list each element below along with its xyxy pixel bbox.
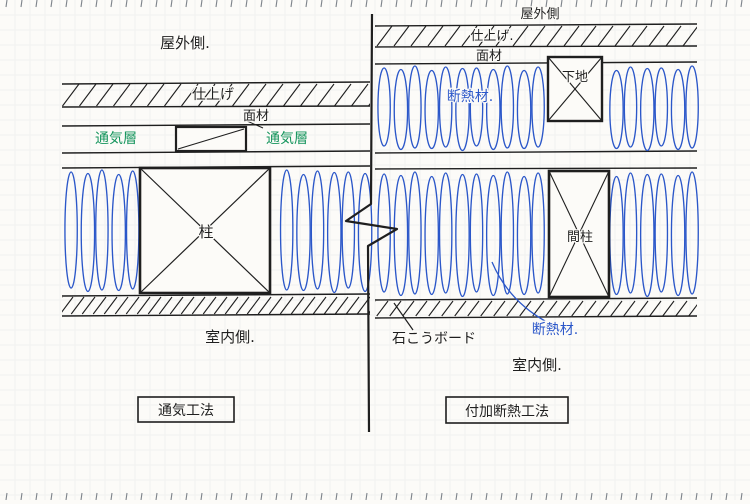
- left-wall-section: 屋外側. 仕上げ 面材 通気層 通気層 柱 室内側. 通気工法: [61, 33, 373, 423]
- pillar-diagonal-2: [139, 167, 271, 294]
- label-stud: 間柱: [567, 230, 593, 245]
- label-outdoor-right: 屋外側: [520, 7, 559, 22]
- gypsum-leader-line: [393, 302, 414, 331]
- label-indoor-right: 室内側.: [512, 356, 562, 374]
- furring-diagonal: [177, 128, 245, 150]
- left-finish-hatch: [62, 83, 370, 107]
- left-insulation-loops: [64, 169, 373, 294]
- left-board-hatch: [62, 296, 370, 315]
- label-method-left: 通気工法: [158, 403, 214, 419]
- right-board-top-line: [374, 297, 698, 301]
- left-face-bottom-line: [61, 123, 371, 127]
- label-insulation-top: 断熱材.: [447, 89, 493, 105]
- face-leader-line-left: [246, 120, 264, 129]
- right-finish-top-line: [374, 23, 698, 27]
- label-outdoor-left: 屋外側.: [160, 34, 210, 52]
- insulation-leader-line: [491, 261, 546, 322]
- right-finish-bottom-line: [374, 45, 698, 48]
- label-method-right: 付加断熱工法: [465, 404, 549, 420]
- right-outer-insulation-loops: [377, 65, 699, 152]
- label-face-right: 面材: [476, 49, 502, 64]
- label-pillar: 柱: [198, 223, 213, 241]
- base-block-diagonal-2: [547, 56, 603, 122]
- left-finish-bottom-line: [61, 105, 371, 108]
- right-mid-top-line: [374, 150, 698, 154]
- right-inner-insulation-loops: [377, 171, 699, 298]
- label-vent-layer-left: 通気層: [95, 131, 137, 147]
- label-face-left: 面材: [243, 109, 269, 124]
- label-indoor-left: 室内側.: [205, 328, 255, 346]
- label-vent-layer-right: 通気層: [266, 131, 308, 147]
- right-wall-section: 屋外側 仕上げ. 面材 断熱材. 下地 間柱 石こうボード 断熱材. 室内側. …: [374, 6, 699, 424]
- right-board-hatch: [375, 300, 697, 317]
- right-face-bottom-line: [374, 61, 698, 65]
- section-divider-break-line: [344, 13, 399, 433]
- label-gypsum-board: 石こうボード: [392, 331, 476, 347]
- method-box-right: [445, 396, 569, 424]
- method-box-left: [137, 396, 235, 423]
- left-board-bottom-line: [61, 313, 371, 317]
- stud-diagonal-2: [548, 170, 610, 298]
- label-insulation-bottom: 断熱材.: [532, 322, 578, 338]
- left-finish-top-line: [61, 81, 371, 85]
- label-finish-right: 仕上げ.: [470, 29, 513, 44]
- right-board-bottom-line: [374, 315, 698, 319]
- label-finish-left: 仕上げ: [192, 87, 234, 103]
- label-base: 下地: [562, 70, 588, 85]
- paper-edge-ticks: [5, 0, 743, 501]
- right-finish-hatch: [375, 25, 697, 47]
- right-mid-bottom-line: [374, 167, 698, 170]
- left-board-top-line: [61, 293, 371, 297]
